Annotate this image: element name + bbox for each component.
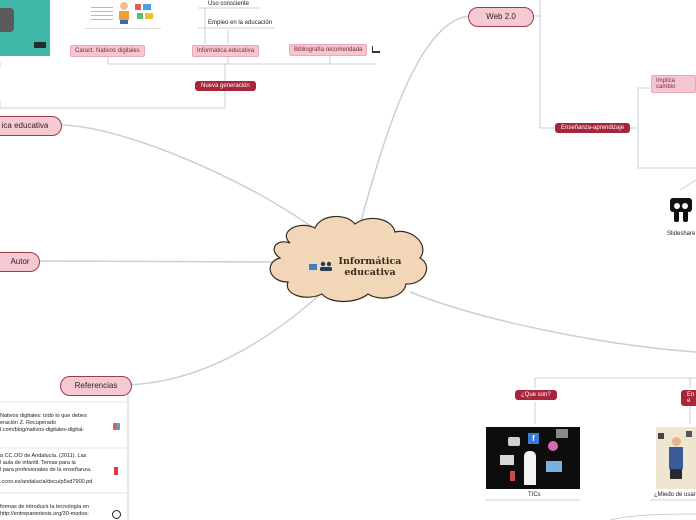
logo-icon [34, 42, 46, 48]
central-title[interactable]: Informática educativa [335, 256, 405, 278]
node-implica-cambio[interactable]: Implica cambio [651, 75, 696, 93]
tv-icon [500, 455, 514, 465]
users-icon [309, 261, 332, 271]
person-icon [524, 451, 536, 485]
node-empleo-educacion[interactable]: Empleo en la educación [208, 20, 273, 26]
node-en-right-label: En e [687, 392, 695, 404]
central-title-line2: educativa [344, 267, 396, 278]
slideshare-icon [670, 198, 692, 222]
person-icon [119, 2, 129, 24]
node-informatica-educativa-small[interactable]: Informática educativa [192, 45, 260, 57]
node-nueva-generacion[interactable]: Nueva generación [195, 81, 256, 91]
slideshare-logo[interactable] [668, 196, 694, 226]
node-uso-consciente[interactable]: Uso consciente [208, 1, 250, 7]
node-en-right[interactable]: En e [681, 390, 696, 406]
nativos-illustration[interactable] [85, 0, 161, 29]
globe-icon [112, 510, 121, 519]
reference-1[interactable]: Nativos digitales: todo lo que debes era… [0, 413, 87, 434]
branch-left-top [59, 124, 321, 234]
reference-3[interactable]: .ccoo.es/andalucia/docu/p5sd7900.pd [0, 479, 92, 486]
gadget-icon [658, 433, 664, 439]
node-implica-cambio-label: Implica cambio [656, 78, 676, 90]
node-referencias-label: Referencias [74, 381, 118, 390]
node-slideshare[interactable]: Slideshare [667, 231, 696, 237]
laptop-icon [546, 461, 562, 472]
node-tics[interactable]: TICs [528, 492, 541, 498]
share-icon [548, 441, 558, 451]
node-miedo[interactable]: ¿Miedo de usar [654, 492, 696, 498]
play-icon [0, 8, 14, 32]
reference-2-line: l aula de infantil. Temas para la [0, 460, 76, 466]
node-informatica-educativa-label: ica educativa [1, 121, 49, 130]
branch-web20 [357, 15, 471, 234]
central-cloud [269, 215, 428, 303]
devices-icon [135, 4, 155, 20]
node-web20-label: Web 2.0 [486, 12, 516, 21]
node-autor-label: Autor [10, 257, 30, 266]
node-caract-nativos[interactable]: Caract. Nativos digitales [70, 45, 145, 57]
node-referencias[interactable]: Referencias [60, 376, 132, 396]
reference-2-line: a CC.OO de Andalucía. (2011). Las [0, 453, 87, 459]
scared-person-icon [668, 437, 684, 483]
reference-2-line: l para profesionales de la enseñanza. [0, 467, 92, 473]
bed-icon [372, 46, 380, 53]
reference-4[interactable]: formas de introducir la tecnología en ht… [0, 504, 89, 518]
gadget-icon [686, 431, 692, 437]
reference-4-line: http://entreparentesis.org/30-modos- [0, 511, 89, 517]
reference-2[interactable]: a CC.OO de Andalucía. (2011). Las l aula… [0, 453, 91, 474]
node-informatica-educativa[interactable]: ica educativa [0, 116, 62, 136]
text-lines-icon [91, 4, 113, 22]
branch-autor [39, 260, 276, 263]
pdf-icon [114, 467, 118, 475]
node-ensenanza-aprendizaje[interactable]: Enseñanza-aprendizaje [555, 123, 631, 133]
node-bibliografia-label: Bibliografía recomendada [294, 47, 363, 53]
reference-1-line: eración Z. Recuperado [0, 420, 56, 426]
facebook-icon: f [528, 433, 539, 444]
node-que-son[interactable]: ¿Que son? [515, 390, 557, 400]
branch-right-bottom [409, 291, 696, 353]
tics-image[interactable]: f [486, 427, 580, 489]
node-ensenanza-label: Enseñanza-aprendizaje [561, 125, 625, 131]
central-title-line1: Informática [338, 256, 402, 267]
node-caract-nativos-label: Caract. Nativos digitales [75, 48, 140, 54]
node-bibliografia[interactable]: Bibliografía recomendada [289, 44, 368, 56]
reference-1-line: Nativos digitales: todo lo que debes [0, 413, 87, 419]
grid-icon [113, 423, 120, 430]
node-web20[interactable]: Web 2.0 [468, 7, 534, 27]
node-informatica-small-label: Informática educativa [197, 48, 255, 54]
phone-icon [510, 471, 515, 481]
chat-icon [508, 437, 520, 446]
reference-4-line: formas de introducir la tecnología en [0, 504, 89, 510]
branch-referencias [119, 289, 326, 386]
miedo-image[interactable] [656, 427, 696, 489]
reference-3-line: .ccoo.es/andalucia/docu/p5sd7900.pd [0, 479, 93, 485]
reference-1-line: l.com/blog/nativos-digitales-digital- [0, 427, 85, 433]
node-autor[interactable]: Autor [0, 252, 40, 272]
camera-icon [556, 429, 568, 438]
node-nueva-generacion-label: Nueva generación [201, 83, 250, 89]
node-que-son-label: ¿Que son? [521, 392, 551, 398]
video-thumbnail[interactable] [0, 0, 50, 56]
